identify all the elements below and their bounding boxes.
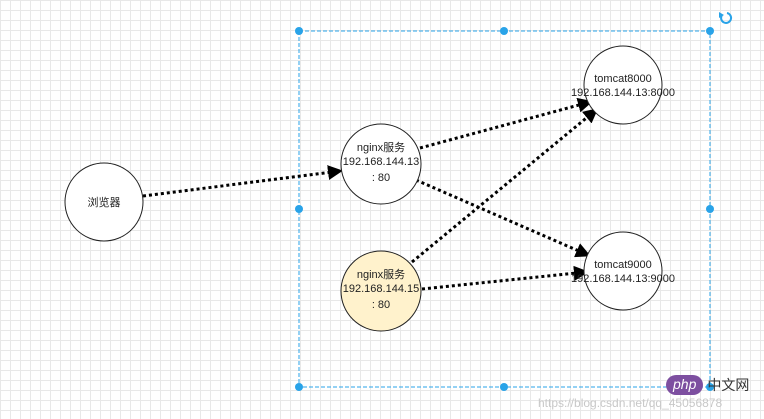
resize-handle-bottom-left[interactable] bbox=[295, 383, 303, 391]
resize-handle-top-right[interactable] bbox=[706, 27, 714, 35]
node-tomcat8000-circle bbox=[583, 45, 663, 125]
node-tomcat8000-name: tomcat8000 bbox=[594, 73, 651, 85]
node-nginx1[interactable]: nginx服务 192.168.144.13 : 80 bbox=[340, 123, 422, 205]
node-browser[interactable]: 浏览器 bbox=[64, 162, 144, 242]
node-tomcat9000[interactable]: tomcat9000 192.168.144.13:9000 bbox=[571, 231, 675, 311]
php-logo-icon: php bbox=[666, 375, 704, 395]
node-tomcat9000-address: 192.168.144.13:9000 bbox=[571, 273, 675, 285]
resize-handle-bottom-right[interactable] bbox=[706, 383, 714, 391]
resize-handle-left[interactable] bbox=[295, 205, 303, 213]
node-nginx2-name: nginx服务 bbox=[357, 268, 405, 281]
node-browser-circle bbox=[64, 162, 144, 242]
resize-handle-top-left[interactable] bbox=[295, 27, 303, 35]
node-nginx1-circle bbox=[340, 123, 422, 205]
node-nginx2-port: : 80 bbox=[372, 299, 390, 311]
edge-browser-to-nginx1[interactable] bbox=[142, 165, 343, 198]
node-tomcat8000-address: 192.168.144.13:8000 bbox=[571, 87, 675, 99]
selection-group[interactable] bbox=[295, 12, 733, 391]
node-nginx2-address: 192.168.144.15 bbox=[343, 283, 419, 295]
edge-nginx1-to-tomcat9000[interactable] bbox=[415, 178, 591, 258]
brand-badge: php 中文网 bbox=[666, 375, 749, 395]
rotate-icon[interactable] bbox=[719, 12, 733, 24]
watermark-url: https://blog.csdn.net/qq_45056878 bbox=[538, 396, 723, 410]
resize-handle-right[interactable] bbox=[706, 205, 714, 213]
edge-nginx2-to-tomcat8000[interactable] bbox=[411, 108, 599, 264]
resize-handle-top[interactable] bbox=[500, 27, 508, 35]
brand-text: 中文网 bbox=[707, 377, 750, 393]
node-nginx1-address: 192.168.144.13 bbox=[343, 156, 419, 168]
node-browser-label: 浏览器 bbox=[88, 195, 121, 209]
node-nginx2-circle bbox=[340, 250, 422, 332]
resize-handle-bottom[interactable] bbox=[500, 383, 508, 391]
node-tomcat9000-circle bbox=[583, 231, 663, 311]
node-nginx2[interactable]: nginx服务 192.168.144.15 : 80 bbox=[340, 250, 422, 332]
node-tomcat9000-name: tomcat9000 bbox=[594, 259, 651, 271]
node-tomcat8000[interactable]: tomcat8000 192.168.144.13:8000 bbox=[571, 45, 675, 125]
edge-nginx2-to-tomcat9000[interactable] bbox=[421, 265, 589, 291]
edge-nginx1-to-tomcat8000[interactable] bbox=[419, 97, 593, 150]
node-nginx1-port: : 80 bbox=[372, 172, 390, 184]
node-nginx1-name: nginx服务 bbox=[357, 141, 405, 154]
